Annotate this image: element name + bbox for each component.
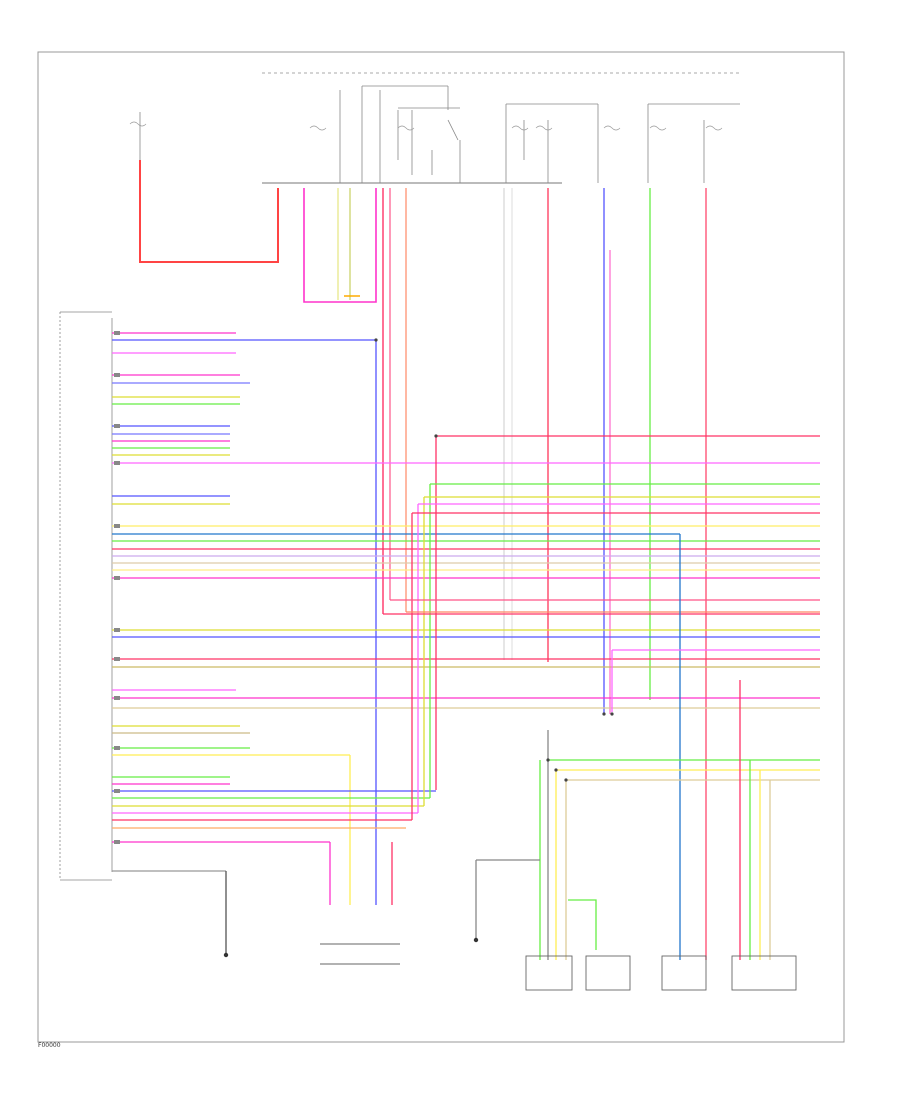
fuse-glyphs (129, 121, 723, 131)
bottom-components (320, 943, 797, 991)
battery-feed-wire (139, 160, 279, 263)
pcm-connector (59, 311, 113, 881)
ground-symbols (223, 937, 479, 958)
sensor-feeds (475, 680, 820, 960)
power-loop-wire (303, 188, 377, 303)
figure-code: F00000 (38, 1042, 61, 1049)
pcm-pin-stubs (114, 331, 120, 844)
splice-dots (374, 338, 614, 782)
fuse-group-top (339, 85, 740, 183)
right-bundle (383, 435, 820, 960)
page-border (37, 51, 845, 1043)
pcm-harness (112, 332, 820, 955)
